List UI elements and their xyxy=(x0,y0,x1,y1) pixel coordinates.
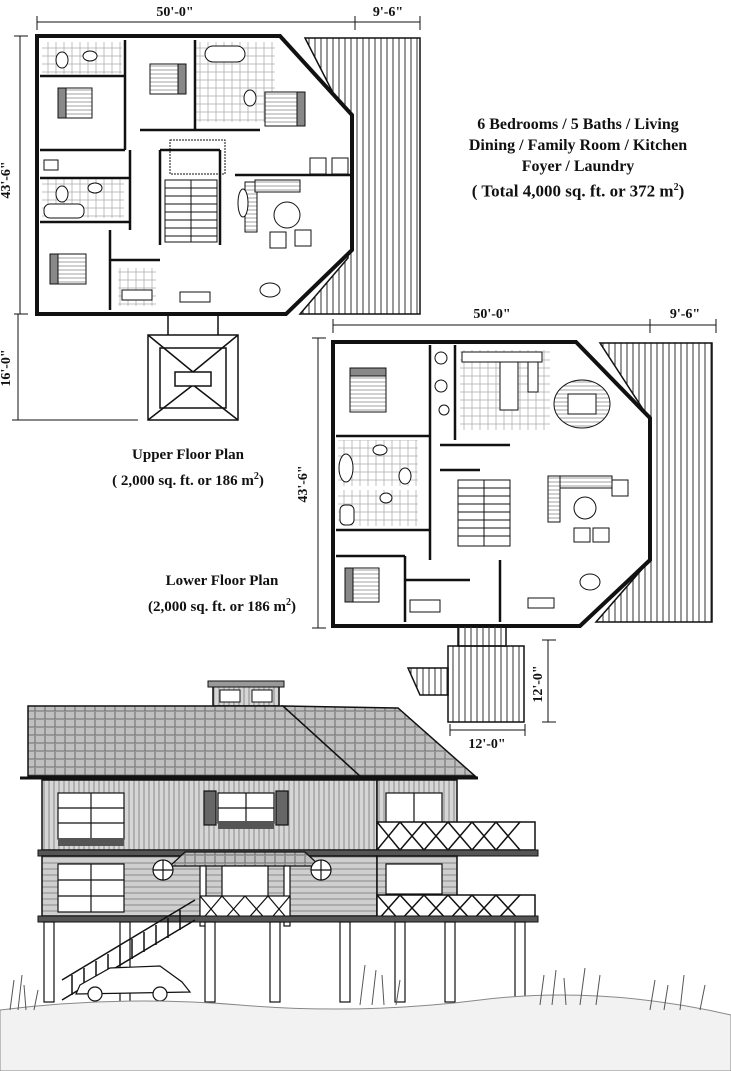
upper-plan-area: ( 2,000 sq. ft. or 186 m2) xyxy=(112,471,264,489)
lower-interior-walls xyxy=(336,345,510,622)
lower-dim-lines xyxy=(312,319,717,736)
lower-living-furniture xyxy=(547,379,629,591)
lower-plan-area: (2,000 sq. ft. or 186 m2) xyxy=(147,597,297,615)
front-elevation xyxy=(0,680,731,1071)
upper-plan-title: Upper Floor Plan xyxy=(132,447,244,463)
lower-kitchen xyxy=(434,351,543,416)
car xyxy=(75,965,192,1002)
upper-floor-plan: 50'-0" 9'-6" 43'-6" 16'-0" xyxy=(0,5,421,421)
upper-stairs xyxy=(164,179,218,243)
summary-total: ( Total 4,000 sq. ft. or 372 m2) xyxy=(471,181,685,201)
lower-dim-landing-depth: 12'-0" xyxy=(531,665,546,702)
porch-roof xyxy=(168,851,322,867)
vegetation xyxy=(9,964,706,1011)
upper-misc xyxy=(43,159,211,303)
lower-dim-depth: 43'-6" xyxy=(296,465,311,502)
lower-landing xyxy=(406,625,525,723)
lower-plan-caption: Lower Floor Plan (2,000 sq. ft. or 186 m… xyxy=(132,570,312,618)
lower-plan-title: Lower Floor Plan xyxy=(165,573,279,589)
ground xyxy=(0,994,731,1071)
upper-dim-depth: 43'-6" xyxy=(0,161,14,198)
lower-bath-fixtures xyxy=(338,444,412,526)
plan-summary: 6 Bedrooms / 5 Baths / Living Dining / F… xyxy=(448,114,708,202)
summary-line-1: 6 Bedrooms / 5 Baths / Living xyxy=(477,116,679,133)
lower-windows xyxy=(57,859,443,913)
upper-stair-rail xyxy=(169,139,226,175)
side-roof xyxy=(281,705,477,777)
upper-interior-walls xyxy=(40,40,352,310)
lower-dim-width: 50'-0" xyxy=(473,307,510,322)
lower-beds xyxy=(344,367,387,603)
upper-plan-caption: Upper Floor Plan ( 2,000 sq. ft. or 186 … xyxy=(88,444,288,492)
lower-floor-plan: 50'-0" 9'-6" 43'-6" 12'-0" 12'-0" xyxy=(296,307,717,752)
upper-living-furniture xyxy=(237,157,349,298)
upper-dim-width: 50'-0" xyxy=(156,5,193,20)
upper-bath-1 xyxy=(42,42,122,74)
summary-line-3: Foyer / Laundry xyxy=(521,158,635,175)
lower-dim-landing-width: 12'-0" xyxy=(468,737,505,752)
upper-balcony-rail xyxy=(376,821,536,851)
upper-bath-fixtures xyxy=(43,45,257,219)
upper-entry-porch xyxy=(147,314,239,421)
summary-line-2: Dining / Family Room / Kitchen xyxy=(468,137,688,154)
upper-dim-entry: 16'-0" xyxy=(0,349,14,386)
upper-dim-lines xyxy=(12,16,421,421)
upper-beds xyxy=(49,63,306,285)
lower-dim-deck: 9'-6" xyxy=(670,307,700,322)
lower-misc xyxy=(409,597,555,613)
lower-stairs xyxy=(457,479,511,547)
upper-windows xyxy=(57,790,443,840)
upper-dim-deck: 9'-6" xyxy=(373,5,403,20)
